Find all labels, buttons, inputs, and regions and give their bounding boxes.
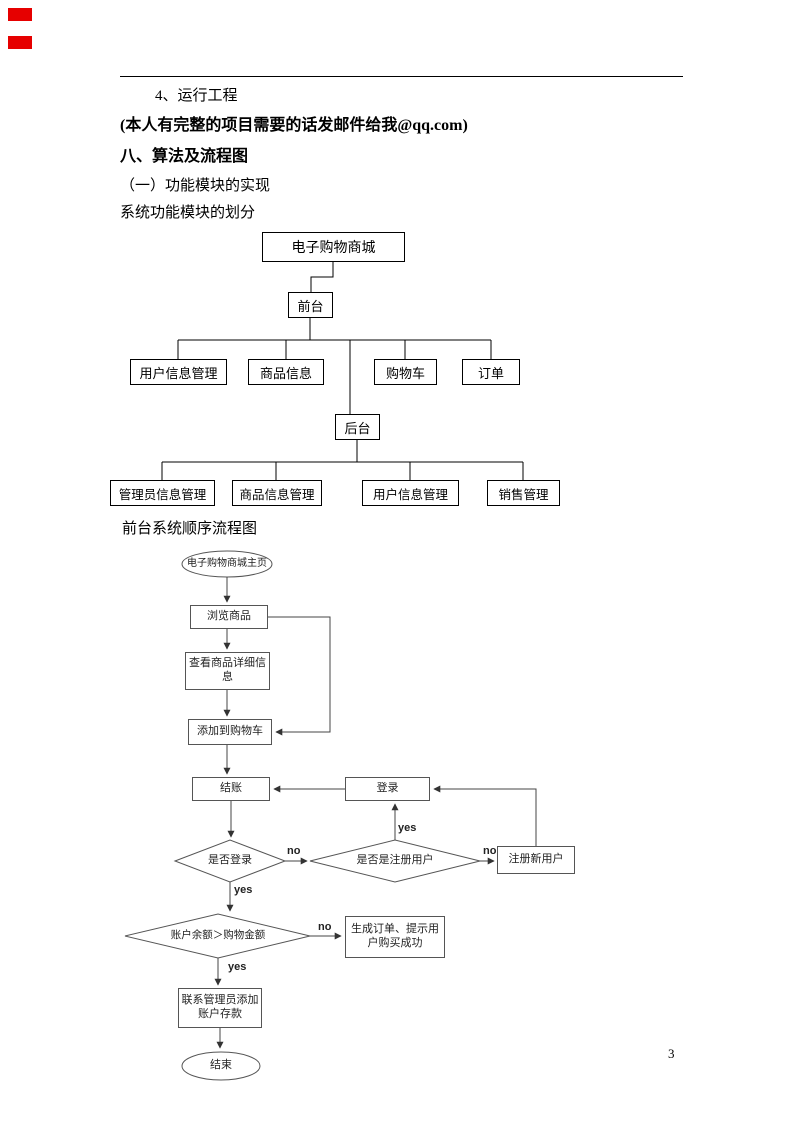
flow-end-label: 结束 — [210, 1059, 232, 1072]
edge-label-no-1: no — [287, 845, 301, 857]
tree-front-child-goods-info: 商品信息 — [248, 359, 324, 385]
page-number: 3 — [668, 1046, 675, 1061]
tree-back-box: 后台 — [335, 414, 380, 440]
contact-note: (本人有完整的项目需要的话发邮件给我@qq.com) — [120, 117, 468, 134]
module-tree-lines — [161, 262, 524, 480]
flow-contact-admin-box: 联系管理员添加账户存款 — [178, 988, 262, 1028]
tree-front-child-order: 订单 — [462, 359, 520, 385]
edge-label-yes-3: yes — [228, 961, 247, 973]
end-terminator-shape — [181, 1051, 261, 1081]
revision-mark-1 — [8, 8, 32, 21]
edge-label-yes-1: yes — [398, 822, 417, 834]
list-item-run-project: 4、运行工程 — [155, 88, 238, 104]
flow-generate-order-box: 生成订单、提示用户购买成功 — [345, 916, 445, 958]
flow-balance-label: 账户余额＞购物金额 — [170, 929, 266, 941]
tree-front-child-cart: 购物车 — [374, 359, 437, 385]
edge-label-yes-2: yes — [234, 884, 253, 896]
tree-root-box: 电子购物商城 — [262, 232, 405, 262]
flowchart-lines — [214, 577, 537, 1049]
revision-mark-2 — [8, 36, 32, 49]
tree-back-child-sales-mgmt: 销售管理 — [487, 480, 560, 506]
flow-login-box: 登录 — [345, 777, 430, 801]
subsection-heading: （一）功能模块的实现 — [120, 178, 271, 194]
flow-add-cart-box: 添加到购物车 — [188, 719, 272, 745]
header-rule — [120, 76, 683, 77]
module-division-caption: 系统功能模块的划分 — [120, 205, 256, 221]
tree-back-child-user-mgmt: 用户信息管理 — [362, 480, 459, 506]
flow-start-label: 电子购物商城主页 — [187, 558, 267, 569]
tree-front-child-user-info: 用户信息管理 — [130, 359, 227, 385]
flow-checkout-box: 结账 — [192, 777, 270, 801]
flow-browse-box: 浏览商品 — [190, 605, 268, 629]
flowchart-caption: 前台系统顺序流程图 — [122, 521, 258, 537]
flow-registered-label: 是否是注册用户 — [356, 854, 434, 867]
edge-label-no-3: no — [318, 921, 332, 933]
tree-back-child-goods-mgmt: 商品信息管理 — [232, 480, 322, 506]
tree-front-box: 前台 — [288, 292, 333, 318]
flow-view-detail-box: 查看商品详细信息 — [185, 652, 270, 690]
flow-register-box: 注册新用户 — [497, 846, 575, 874]
tree-back-child-admin-info: 管理员信息管理 — [110, 480, 215, 506]
flow-logged-in-label: 是否登录 — [208, 854, 252, 867]
edge-label-no-2: no — [483, 845, 497, 857]
section-heading: 八、算法及流程图 — [120, 148, 249, 165]
